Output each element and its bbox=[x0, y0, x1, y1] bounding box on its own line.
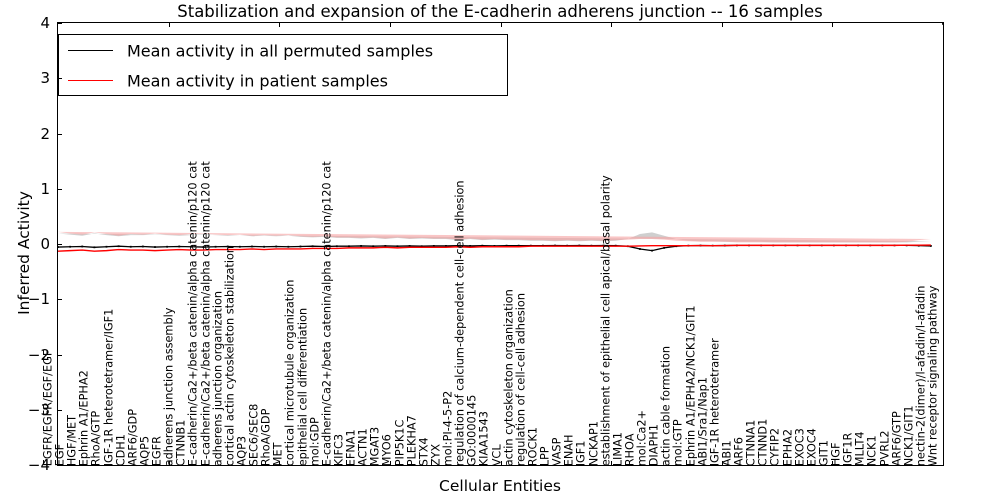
y-tick-label: 1 bbox=[40, 179, 50, 198]
y-tick-mark bbox=[57, 78, 62, 80]
permuted-mean-marker bbox=[420, 245, 423, 248]
y-tick-label: 3 bbox=[40, 69, 50, 88]
y-tick-label: −2 bbox=[27, 345, 50, 364]
permuted-mean-marker bbox=[348, 245, 350, 248]
y-tick-mark bbox=[57, 188, 62, 190]
x-tick-mark bbox=[611, 461, 613, 466]
permuted-mean-marker bbox=[263, 245, 265, 248]
permuted-mean-marker bbox=[929, 245, 932, 247]
x-axis-label: Cellular Entities bbox=[439, 477, 561, 495]
permuted-mean-marker bbox=[335, 245, 338, 248]
legend-label-permuted: Mean activity in all permuted samples bbox=[127, 41, 434, 60]
x-tick-mark bbox=[168, 22, 170, 27]
y-tick-label: 4 bbox=[40, 14, 50, 32]
permuted-mean-marker bbox=[93, 246, 96, 249]
permuted-mean-marker bbox=[105, 245, 108, 248]
permuted-mean-marker bbox=[311, 245, 314, 248]
y-tick-label: −4 bbox=[27, 456, 50, 474]
permuted-mean-marker bbox=[81, 245, 84, 248]
permuted-mean-marker bbox=[190, 245, 193, 248]
permuted-mean-marker bbox=[481, 244, 484, 247]
permuted-mean-marker bbox=[214, 245, 217, 248]
y-axis-label: Inferred Activity bbox=[15, 191, 33, 315]
data-canvas bbox=[58, 23, 943, 252]
y-tick-mark bbox=[57, 299, 62, 301]
y-tick-label: 2 bbox=[40, 124, 50, 143]
x-tick-mark bbox=[279, 461, 281, 466]
permuted-mean-marker bbox=[360, 245, 362, 247]
legend-swatch-patient bbox=[68, 80, 113, 81]
x-tick-mark bbox=[832, 22, 834, 27]
patient-band bbox=[58, 231, 931, 243]
permuted-mean-marker bbox=[408, 245, 411, 247]
permuted-mean-marker bbox=[457, 244, 459, 247]
permuted-mean-marker bbox=[299, 245, 302, 248]
legend-entry-permuted: Mean activity in all permuted samples bbox=[59, 35, 507, 66]
permuted-mean-marker bbox=[663, 246, 666, 249]
y-tick-label: −3 bbox=[27, 400, 50, 419]
x-tick-mark bbox=[279, 22, 281, 27]
permuted-mean-marker bbox=[505, 244, 508, 247]
permuted-mean-marker bbox=[396, 245, 399, 248]
y-tick-mark bbox=[57, 133, 62, 135]
permuted-mean-marker bbox=[141, 245, 144, 248]
permuted-mean-marker bbox=[226, 245, 229, 248]
y-tick-label: 0 bbox=[40, 235, 50, 253]
chart-title: Stabilization and expansion of the E-cad… bbox=[177, 2, 823, 21]
permuted-mean-marker bbox=[251, 245, 253, 248]
y-tick-mark bbox=[57, 23, 62, 25]
permuted-mean-marker bbox=[372, 245, 375, 248]
y-tick-label: −1 bbox=[27, 290, 50, 309]
permuted-mean-marker bbox=[117, 245, 120, 248]
permuted-mean-marker bbox=[651, 249, 653, 252]
y-tick-mark bbox=[57, 409, 62, 411]
x-tick-mark bbox=[721, 22, 723, 27]
permuted-mean-marker bbox=[58, 246, 59, 248]
permuted-mean-marker bbox=[69, 245, 72, 248]
chart-legend: Mean activity in all permuted samples Me… bbox=[58, 34, 508, 96]
permuted-mean-marker bbox=[275, 245, 278, 248]
x-tick-mark bbox=[500, 22, 502, 27]
patient-mean-line bbox=[58, 244, 931, 252]
permuted-mean-marker bbox=[166, 245, 169, 248]
permuted-mean-marker bbox=[384, 245, 387, 247]
y-tick-mark bbox=[57, 465, 62, 467]
permuted-mean-marker bbox=[469, 245, 472, 247]
x-tick-mark bbox=[611, 22, 613, 27]
legend-swatch-permuted bbox=[68, 50, 113, 51]
permuted-mean-marker bbox=[517, 244, 520, 247]
x-tick-mark bbox=[168, 461, 170, 466]
x-tick-mark bbox=[389, 22, 391, 27]
permuted-mean-marker bbox=[154, 246, 156, 248]
permuted-mean-marker bbox=[287, 245, 290, 248]
permuted-mean-marker bbox=[178, 245, 181, 248]
permuted-mean-marker bbox=[639, 248, 641, 250]
legend-entry-patient: Mean activity in patient samples bbox=[59, 65, 507, 96]
permuted-mean-marker bbox=[942, 23, 943, 25]
x-tick-mark bbox=[832, 461, 834, 466]
y-axis: 4 3 2 1 0 −1 −2 −3 −4 bbox=[0, 0, 57, 500]
permuted-mean-marker bbox=[202, 246, 205, 248]
y-tick-mark bbox=[57, 354, 62, 356]
permuted-mean-marker bbox=[493, 245, 496, 247]
permuted-mean-marker bbox=[432, 245, 435, 247]
x-tick-mark bbox=[389, 461, 391, 466]
x-tick-mark bbox=[500, 461, 502, 466]
permuted-mean-marker bbox=[445, 245, 447, 247]
permuted-mean-marker bbox=[129, 245, 132, 248]
legend-label-patient: Mean activity in patient samples bbox=[127, 71, 388, 90]
y-tick-mark bbox=[57, 244, 62, 246]
x-tick-mark bbox=[721, 461, 723, 466]
permuted-mean-marker bbox=[323, 245, 326, 248]
permuted-mean-marker bbox=[238, 245, 241, 248]
